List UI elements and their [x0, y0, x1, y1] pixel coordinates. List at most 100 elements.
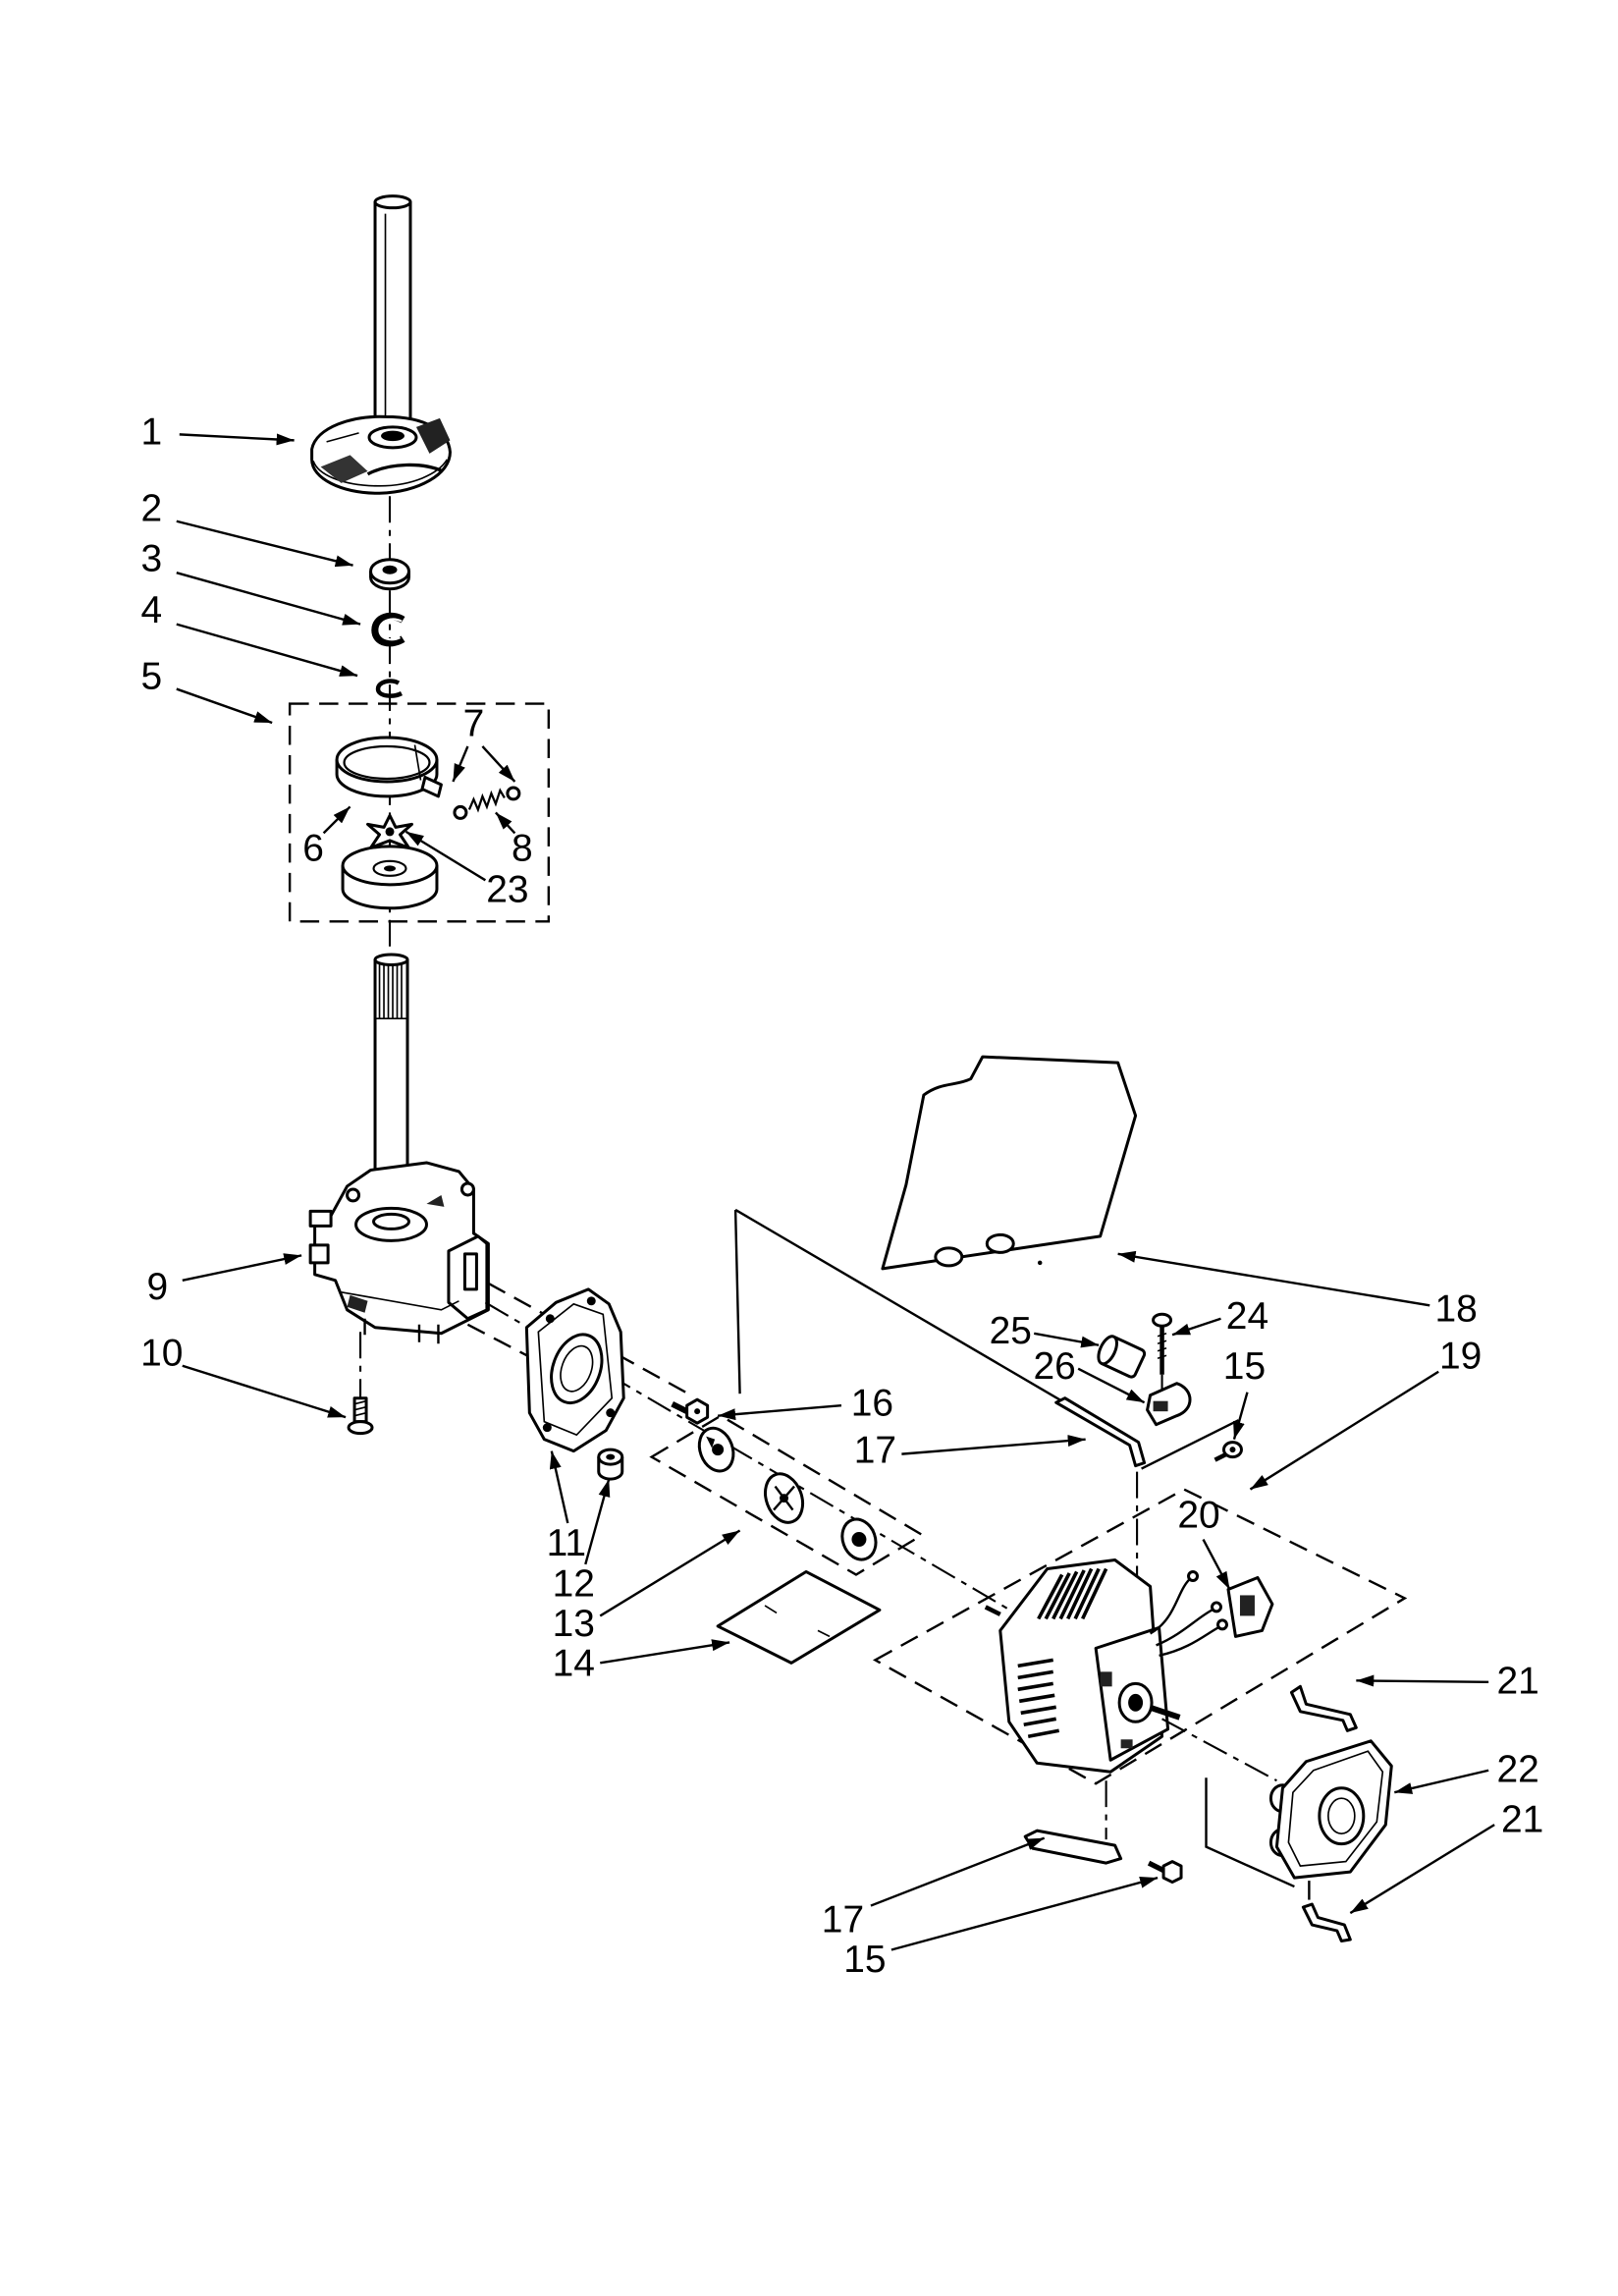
leader-7b — [481, 745, 516, 783]
leader-14 — [600, 1639, 730, 1665]
coupling-hub-rear — [840, 1517, 878, 1561]
part-21-clip-lower — [1301, 1902, 1352, 1943]
part-6-brake-band — [335, 736, 443, 798]
part-24-screw — [1152, 1312, 1173, 1375]
bracket-outline-lines — [733, 1208, 1063, 1402]
leader-20 — [1202, 1538, 1231, 1591]
motor-fins-top — [1037, 1567, 1108, 1620]
leader-15-upper — [1232, 1392, 1249, 1440]
leader-21-lower — [1349, 1824, 1495, 1915]
callout-11: 11 — [547, 1522, 586, 1564]
part-13-coupling — [697, 1426, 878, 1561]
callout-15-upper: 15 — [1223, 1345, 1266, 1388]
part-26-clamp — [1146, 1382, 1192, 1427]
callout-21-lower: 21 — [1501, 1798, 1543, 1840]
bracket-outline-line-c — [1141, 1419, 1240, 1470]
callout-21-upper: 21 — [1496, 1661, 1538, 1703]
leader-12 — [584, 1478, 611, 1565]
leader-15-lower — [890, 1876, 1159, 1951]
shaft-upper — [373, 194, 412, 439]
callout-10: 10 — [140, 1333, 183, 1375]
callout-13: 13 — [553, 1603, 595, 1645]
callout-7: 7 — [463, 702, 485, 744]
part-20-switch — [1226, 1575, 1274, 1638]
leader-16 — [718, 1403, 842, 1421]
leader-23 — [404, 830, 487, 882]
part-5-group-box — [288, 702, 551, 923]
housing-guide-line — [1205, 1777, 1295, 1888]
callout-19: 19 — [1439, 1336, 1482, 1378]
part-18-shield — [881, 1055, 1138, 1271]
housing-axis — [1161, 1718, 1277, 1782]
callout-17-upper: 17 — [854, 1429, 896, 1471]
leader-24 — [1171, 1317, 1221, 1337]
callout-16: 16 — [851, 1382, 893, 1424]
callout-20: 20 — [1177, 1494, 1219, 1536]
part-7-8-spring-set — [453, 786, 521, 820]
part-3-c-clip — [371, 612, 405, 647]
leader-26 — [1077, 1367, 1146, 1404]
leader-11 — [549, 1450, 569, 1524]
callout-9: 9 — [146, 1266, 168, 1308]
motor — [984, 1558, 1181, 1774]
brake-hub — [341, 845, 439, 910]
callout-17-lower: 17 — [822, 1898, 864, 1941]
part-14-pad — [716, 1569, 882, 1665]
part-9-gearcase — [308, 1161, 490, 1344]
part-17-bracket-upper — [1054, 1396, 1147, 1468]
leader-4 — [176, 623, 358, 678]
leader-lines — [176, 433, 1495, 1951]
callout-1: 1 — [140, 411, 162, 454]
part-1-cam-assembly — [310, 414, 452, 495]
part-10-screw — [347, 1396, 374, 1436]
part-15-screw-lower — [1147, 1860, 1183, 1885]
leader-1 — [179, 433, 295, 446]
leader-19 — [1249, 1370, 1439, 1491]
callout-6: 6 — [302, 828, 324, 870]
part-2-washer — [369, 558, 410, 591]
callout-labels: 1 2 3 4 5 6 7 8 23 9 10 11 12 13 14 16 1… — [140, 411, 1543, 1981]
leader-2 — [176, 519, 353, 568]
callout-5: 5 — [140, 655, 162, 697]
callout-25: 25 — [990, 1310, 1032, 1352]
leader-13 — [599, 1529, 741, 1617]
callout-8: 8 — [512, 828, 533, 870]
callout-23: 23 — [486, 869, 528, 911]
coupling-hub-front — [697, 1426, 735, 1473]
part-15-screw-upper — [1214, 1441, 1243, 1462]
callout-2: 2 — [140, 488, 162, 530]
leader-21-upper — [1356, 1674, 1489, 1687]
leader-18 — [1117, 1250, 1430, 1307]
callout-12: 12 — [553, 1563, 595, 1606]
leader-6 — [322, 805, 351, 835]
leader-22 — [1394, 1769, 1489, 1794]
callout-26: 26 — [1034, 1345, 1076, 1388]
leader-8 — [495, 811, 516, 835]
callout-22: 22 — [1496, 1749, 1538, 1791]
part-22-housing — [1268, 1739, 1393, 1880]
callout-3: 3 — [140, 538, 162, 580]
callout-14: 14 — [553, 1643, 595, 1685]
part-4-retaining-ring — [375, 679, 404, 698]
callout-4: 4 — [140, 589, 162, 631]
part-21-clip-upper — [1289, 1684, 1358, 1732]
motor-wires — [1149, 1569, 1228, 1658]
leader-3 — [176, 572, 361, 626]
leader-5 — [176, 687, 273, 725]
part-25-capacitor — [1097, 1335, 1147, 1379]
guide-line-a — [487, 1282, 689, 1395]
part-12-bushing — [597, 1448, 624, 1481]
callout-15-lower: 15 — [843, 1939, 886, 1981]
motor-fins-side — [1017, 1658, 1060, 1739]
leader-10 — [182, 1364, 347, 1419]
coupling-disc — [764, 1472, 805, 1524]
part-11-mounting-plate — [524, 1287, 625, 1453]
part-16-bolt — [671, 1397, 710, 1425]
leader-17-lower — [870, 1836, 1046, 1907]
callout-18: 18 — [1435, 1288, 1478, 1331]
leader-9 — [182, 1253, 302, 1283]
leader-25 — [1034, 1332, 1100, 1348]
leader-17-upper — [901, 1435, 1086, 1455]
callout-24: 24 — [1226, 1295, 1268, 1338]
